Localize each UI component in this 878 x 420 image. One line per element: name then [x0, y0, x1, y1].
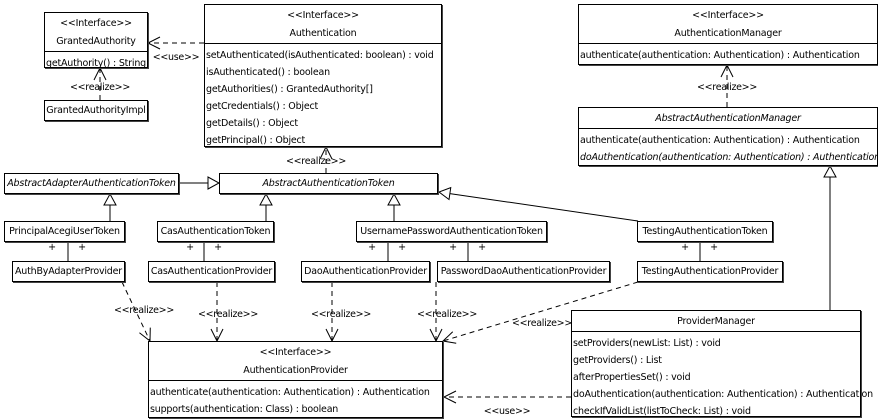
use-label: <<use>> — [153, 52, 200, 63]
class-password-dao-authentication-provider[interactable]: PasswordDaoAuthenticationProvider — [437, 261, 610, 282]
generalization-provider-manager-triangle — [823, 164, 837, 178]
operation: authenticate(authentication: Authenticat… — [580, 50, 860, 61]
generalization-adapter-token-triangle — [207, 176, 221, 190]
class-cas-authentication-provider[interactable]: CasAuthenticationProvider — [148, 261, 275, 282]
operation: checkIfValidList(listToCheck: List) : vo… — [573, 406, 751, 417]
realize-label: <<realize>> — [697, 82, 757, 93]
class-name: DaoAuthenticationProvider — [304, 266, 427, 277]
operation: setProviders(newList: List) : void — [573, 338, 721, 349]
realize-auth-by-adapter — [121, 281, 151, 342]
operation: getProviders() : List — [573, 355, 662, 366]
operation: authenticate(authentication: Authenticat… — [150, 387, 430, 398]
multiplicity-label: + — [78, 242, 86, 253]
class-dao-authentication-provider[interactable]: DaoAuthenticationProvider — [301, 261, 430, 282]
class-testing-authentication-token[interactable]: TestingAuthenticationToken — [637, 221, 773, 242]
multiplicity-label: + — [368, 242, 376, 253]
operation: getDetails() : Object — [206, 118, 298, 129]
multiplicity-label: + — [398, 242, 406, 253]
class-cas-authentication-token[interactable]: CasAuthenticationToken — [157, 221, 274, 242]
generalization-testing-token — [449, 193, 639, 222]
multiplicity-label: + — [681, 242, 689, 253]
stereotype: <<Interface>> — [287, 10, 359, 21]
operation: getAuthorities() : GrantedAuthority[] — [206, 84, 373, 95]
stereotype: <<Interface>> — [60, 18, 132, 29]
class-abstract-adapter-authentication-token[interactable]: AbstractAdapterAuthenticationToken — [4, 173, 179, 194]
class-authentication-manager[interactable]: <<Interface>> AuthenticationManager auth… — [578, 4, 878, 65]
class-granted-authority[interactable]: <<Interface>> GrantedAuthority getAuthor… — [44, 12, 148, 69]
class-abstract-authentication-manager[interactable]: AbstractAuthenticationManager authentica… — [578, 107, 878, 166]
realize-granted-authority-arrowhead — [93, 66, 107, 81]
operation: setAuthenticated(isAuthenticated: boolea… — [206, 50, 434, 61]
multiplicity-label: + — [186, 242, 194, 253]
class-name: AbstractAdapterAuthenticationToken — [7, 178, 176, 189]
operation: getPrincipal() : Object — [206, 135, 306, 146]
operation: isAuthenticated() : boolean — [206, 67, 330, 78]
generalization-testing-token-triangle — [437, 186, 452, 201]
multiplicity-label: + — [710, 242, 718, 253]
operation: authenticate(authentication: Authenticat… — [580, 135, 860, 146]
class-name: AbstractAuthenticationManager — [655, 113, 801, 124]
class-name: GrantedAuthorityImpl — [46, 105, 146, 116]
realize-label: <<realize>> — [512, 318, 572, 329]
realize-label: <<realize>> — [311, 309, 371, 320]
realize-authentication-manager-arrowhead — [720, 63, 734, 78]
operation: getAuthority() : String — [46, 58, 146, 69]
operation: supports(authentication: Class) : boolea… — [150, 404, 339, 415]
class-name: AuthenticationProvider — [243, 365, 348, 376]
use-label: <<use>> — [484, 406, 531, 417]
class-name: TestingAuthenticationToken — [642, 226, 768, 237]
generalization-username-token-triangle — [387, 192, 401, 206]
class-name: AbstractAuthenticationToken — [262, 178, 395, 189]
class-testing-authentication-provider[interactable]: TestingAuthenticationProvider — [637, 261, 783, 282]
multiplicity-label: + — [449, 242, 457, 253]
class-username-password-authentication-token[interactable]: UsernamePasswordAuthenticationToken — [356, 221, 547, 242]
generalization-principal-token-triangle — [103, 192, 117, 206]
stereotype: <<Interface>> — [259, 347, 332, 358]
realize-auth-by-adapter-arrowhead — [139, 327, 151, 343]
operation: doAuthentication(authentication: Authent… — [580, 152, 878, 163]
realize-label: <<realize>> — [114, 305, 174, 316]
operation: getCredentials() : Object — [206, 101, 319, 112]
realize-testing-provider — [442, 281, 639, 342]
class-name: AuthenticationManager — [674, 28, 782, 39]
class-name: AuthByAdapterProvider — [14, 266, 122, 277]
class-name: PasswordDaoAuthenticationProvider — [440, 266, 607, 277]
class-name: ProviderManager — [677, 316, 755, 327]
stereotype: <<Interface>> — [692, 10, 764, 21]
class-name: TestingAuthenticationProvider — [641, 266, 779, 277]
class-name: UsernamePasswordAuthenticationToken — [360, 226, 543, 237]
class-principal-acegi-user-token[interactable]: PrincipalAcegiUserToken — [4, 221, 125, 242]
class-auth-by-adapter-provider[interactable]: AuthByAdapterProvider — [12, 261, 125, 282]
class-name: Authentication — [289, 28, 357, 39]
class-name: GrantedAuthority — [56, 36, 136, 47]
operation: afterPropertiesSet() : void — [573, 372, 691, 383]
class-authentication[interactable]: <<Interface>> Authentication setAuthenti… — [204, 4, 442, 147]
class-name: PrincipalAcegiUserToken — [9, 226, 120, 237]
class-name: CasAuthenticationToken — [160, 226, 271, 237]
use-dependency-granted-authority-arrowhead — [146, 36, 161, 50]
class-name: CasAuthenticationProvider — [150, 266, 273, 277]
class-abstract-authentication-token[interactable]: AbstractAuthenticationToken — [219, 173, 438, 194]
realize-label: <<realize>> — [70, 82, 130, 93]
realize-label: <<realize>> — [417, 309, 477, 320]
multiplicity-label: + — [48, 242, 56, 253]
class-provider-manager[interactable]: ProviderManager setProviders(newList: Li… — [571, 310, 873, 417]
class-authentication-provider[interactable]: <<Interface>> AuthenticationProvider aut… — [148, 341, 443, 418]
generalization-cas-token-triangle — [259, 192, 273, 206]
multiplicity-label: + — [478, 242, 486, 253]
class-granted-authority-impl[interactable]: GrantedAuthorityImpl — [44, 100, 148, 121]
realize-testing-provider-arrowhead — [441, 331, 457, 344]
realize-label: <<realize>> — [198, 309, 258, 320]
operation: doAuthentication(authentication: Authent… — [573, 389, 873, 400]
use-dependency-authentication-provider-arrowhead — [442, 390, 457, 404]
multiplicity-label: + — [214, 242, 222, 253]
realize-label: <<realize>> — [286, 156, 346, 167]
realize-authentication-arrowhead — [319, 145, 333, 160]
